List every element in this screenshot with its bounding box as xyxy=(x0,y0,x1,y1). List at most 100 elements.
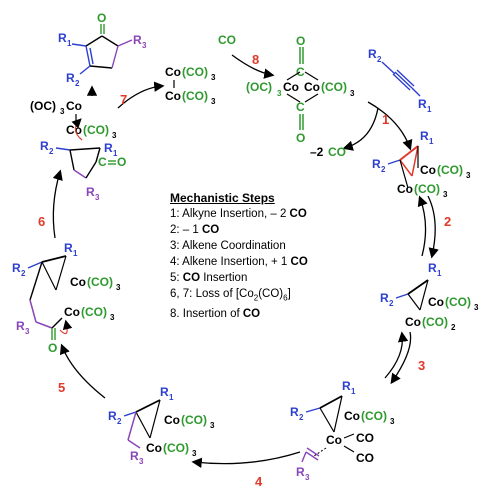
arrow-step4 xyxy=(191,451,301,469)
svg-text:3: 3 xyxy=(211,97,216,106)
svg-text:3: 3 xyxy=(466,171,471,180)
dicobalt-hexacarbonyl: Co (CO) 3 Co (CO) 3 xyxy=(165,65,216,106)
svg-text:Co: Co xyxy=(165,89,181,103)
svg-text:3: 3 xyxy=(390,417,395,426)
svg-text:R: R xyxy=(66,71,75,85)
svg-text:1: 1 xyxy=(73,249,78,258)
svg-text:R: R xyxy=(160,385,169,399)
legend-step-1: 1: Alkyne Insertion, – 2 CO xyxy=(170,208,307,220)
svg-text:Co: Co xyxy=(66,99,82,113)
arrow-step2-rev xyxy=(417,195,428,257)
svg-text:C: C xyxy=(296,65,305,79)
svg-text:R: R xyxy=(418,97,427,111)
svg-text:O: O xyxy=(296,34,305,48)
arrow-step3-fwd xyxy=(390,331,412,385)
svg-text:R: R xyxy=(368,47,377,61)
step-number-4: 4 xyxy=(255,474,263,489)
legend-step-4: 4: Alkene Insertion, + 1 CO xyxy=(170,256,308,268)
svg-text:R: R xyxy=(12,261,21,275)
mechanistic-steps-legend: Mechanistic Steps 1: Alkyne Insertion, –… xyxy=(170,190,410,322)
svg-text:3: 3 xyxy=(443,190,448,199)
svg-text:R: R xyxy=(372,157,381,171)
step-number-5: 5 xyxy=(58,380,65,395)
alkyne-cobalt-complex: R 2 R 1 Co (CO) 3 Co (CO) 3 xyxy=(372,129,471,199)
svg-text:O: O xyxy=(48,341,57,355)
svg-text:3: 3 xyxy=(350,89,355,98)
legend-title: Mechanistic Steps xyxy=(170,191,275,205)
svg-text:(OC): (OC) xyxy=(30,99,56,113)
svg-text:1: 1 xyxy=(437,269,442,278)
svg-text:R: R xyxy=(40,139,49,153)
svg-text:R: R xyxy=(428,261,437,275)
svg-text:1: 1 xyxy=(169,393,174,402)
legend-step-6-7: 6, 7: Loss of [Co2(CO)6] xyxy=(170,288,291,303)
svg-text:2: 2 xyxy=(299,413,304,422)
svg-text:R: R xyxy=(290,405,299,419)
acyl-cobalt-complex: R 2 R 1 O R 3 Co (CO) 3 Co (CO) 3 xyxy=(12,241,121,355)
svg-text:Co: Co xyxy=(165,65,181,79)
svg-text:3: 3 xyxy=(110,313,115,322)
svg-text:R: R xyxy=(342,379,351,393)
svg-text:O: O xyxy=(296,131,305,145)
arrow-step1 xyxy=(367,101,413,151)
svg-text:Co: Co xyxy=(70,275,86,289)
svg-text:R: R xyxy=(380,291,389,305)
svg-text:Co: Co xyxy=(420,163,436,177)
svg-text:(CO): (CO) xyxy=(414,182,440,196)
svg-text:(CO): (CO) xyxy=(445,295,471,309)
svg-text:1: 1 xyxy=(429,137,434,146)
lost-co: –2 CO xyxy=(310,145,346,159)
svg-text:C: C xyxy=(296,100,305,114)
svg-text:Co: Co xyxy=(304,80,320,94)
svg-text:CO: CO xyxy=(356,431,374,445)
step-number-2: 2 xyxy=(444,214,451,229)
svg-text:3: 3 xyxy=(95,193,100,202)
svg-text:Co: Co xyxy=(326,433,342,447)
svg-text:2: 2 xyxy=(389,299,394,308)
svg-text:2: 2 xyxy=(117,417,122,426)
svg-text:Co: Co xyxy=(164,413,180,427)
svg-text:3: 3 xyxy=(60,107,65,116)
arrow-step8 xyxy=(231,54,275,79)
svg-text:3: 3 xyxy=(112,131,117,140)
svg-text:1: 1 xyxy=(113,149,118,158)
svg-text:(CO): (CO) xyxy=(83,123,109,137)
coordinatively-unsaturated-complex: R 2 R 1 Co (CO) 3 Co (CO) 2 xyxy=(380,261,479,332)
svg-text:3: 3 xyxy=(474,303,479,312)
legend-step-2: 2: – 1 CO xyxy=(170,224,220,236)
step-number-7: 7 xyxy=(120,92,127,107)
svg-text:1: 1 xyxy=(351,387,356,396)
alkyne-substrate: R 2 R 1 xyxy=(368,47,432,114)
svg-text:R: R xyxy=(64,241,73,255)
step-number-3: 3 xyxy=(418,358,425,373)
svg-text:3: 3 xyxy=(142,41,147,50)
svg-text:O: O xyxy=(117,155,126,169)
step-numbers: 8 1 2 3 4 5 6 7 xyxy=(38,52,451,489)
svg-text:Co: Co xyxy=(428,295,444,309)
svg-text:3: 3 xyxy=(305,473,310,482)
svg-text:2: 2 xyxy=(49,147,54,156)
cobaltacycle-complex: R 2 R 1 R 3 Co (CO) 3 Co (CO) 3 xyxy=(108,385,215,466)
alkene-coordinated-complex: R 2 R 1 Co (CO) 3 Co CO CO R 3 xyxy=(290,379,395,482)
svg-text:C: C xyxy=(98,155,107,169)
svg-text:(CO): (CO) xyxy=(182,65,208,79)
svg-text:CO: CO xyxy=(328,145,346,159)
svg-text:–2: –2 xyxy=(310,145,324,159)
svg-text:Co: Co xyxy=(146,441,162,455)
svg-text:Co: Co xyxy=(397,182,413,196)
svg-text:2: 2 xyxy=(381,165,386,174)
svg-text:Co: Co xyxy=(283,80,299,94)
cyclopentenone-product: O R 3 R 1 R 2 xyxy=(58,11,147,88)
svg-text:R: R xyxy=(130,449,139,463)
svg-text:3: 3 xyxy=(139,457,144,466)
dicobalt-octacarbonyl: O C C O (OC) 3 Co Co (CO) 3 xyxy=(246,34,355,145)
step-number-1: 1 xyxy=(382,112,389,127)
svg-text:1: 1 xyxy=(67,39,72,48)
svg-text:CO: CO xyxy=(218,33,236,47)
arrow-step2-fwd xyxy=(427,195,439,259)
svg-text:2: 2 xyxy=(451,323,456,332)
arrow-minus-co xyxy=(342,107,379,151)
pre-elimination-complex: (OC) 3 Co Co (CO) 3 R 2 R 1 C O R 3 xyxy=(30,99,126,202)
svg-text:R: R xyxy=(104,141,113,155)
free-co: CO xyxy=(218,33,236,47)
